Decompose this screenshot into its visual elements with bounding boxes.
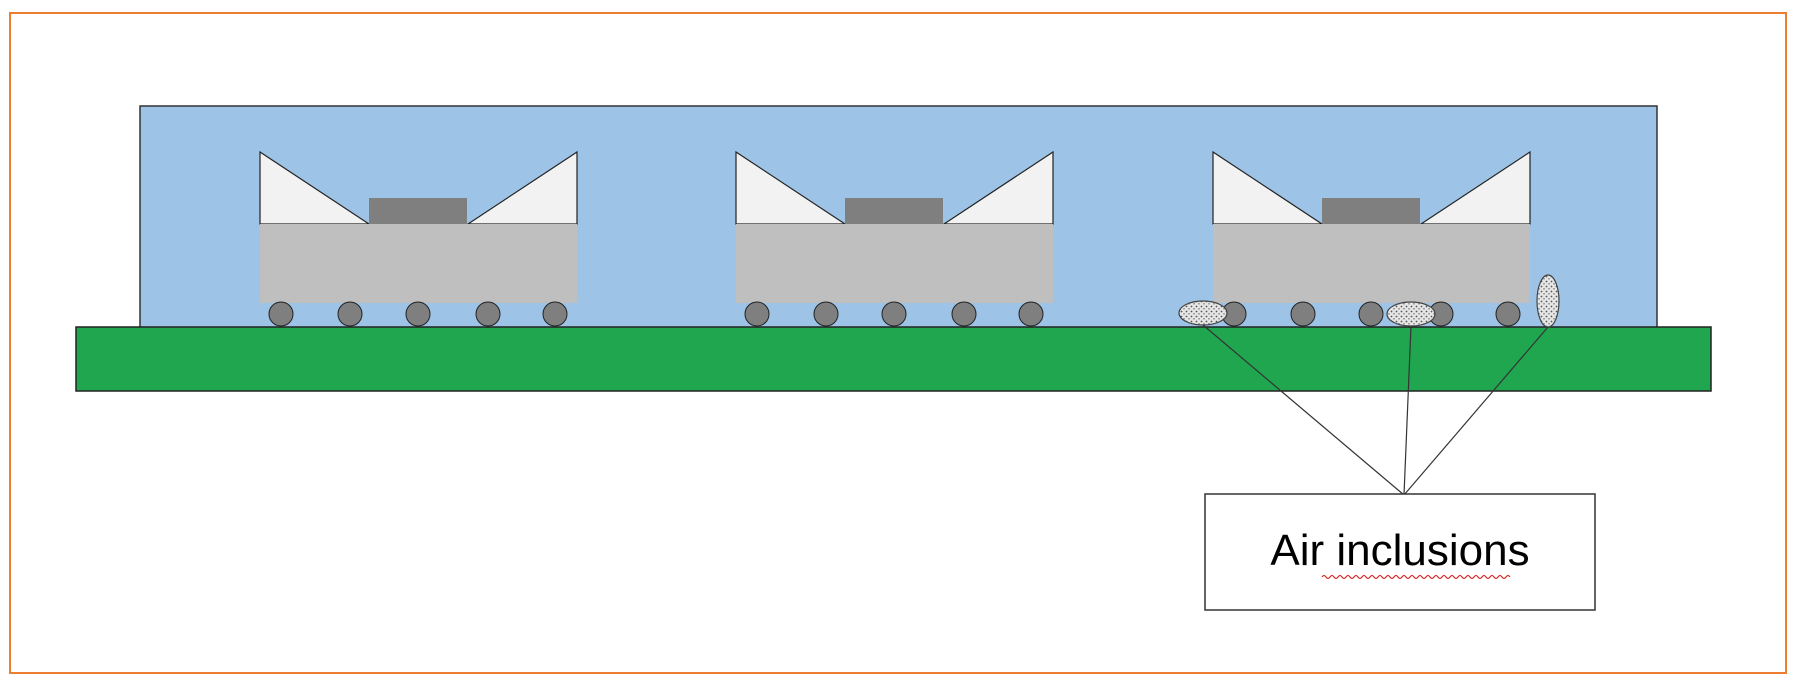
package-group — [259, 150, 1531, 327]
package-body — [736, 224, 1053, 303]
solder-ball — [475, 301, 501, 327]
air-void — [1386, 301, 1436, 327]
die — [845, 198, 943, 224]
solder-ball — [1495, 301, 1521, 327]
air-void-group — [1178, 274, 1560, 328]
air-void — [1178, 300, 1228, 326]
leader-lines — [1202, 324, 1549, 496]
leader-line — [1202, 324, 1405, 496]
solder-ball — [1018, 301, 1044, 327]
air-void — [1536, 274, 1560, 328]
die — [1322, 198, 1420, 224]
solder-ball — [813, 301, 839, 327]
outer-frame — [9, 12, 1787, 674]
package-1 — [259, 150, 578, 327]
package-body — [1213, 224, 1530, 303]
solder-ball — [405, 301, 431, 327]
solder-ball — [542, 301, 568, 327]
package-2 — [735, 150, 1054, 327]
leader-line — [1403, 325, 1412, 496]
spellcheck-underline — [1321, 574, 1511, 580]
die — [369, 198, 467, 224]
package-3 — [1212, 150, 1531, 327]
solder-ball — [881, 301, 907, 327]
pcb-substrate — [75, 326, 1712, 392]
solder-ball — [1290, 301, 1316, 327]
solder-ball — [744, 301, 770, 327]
solder-ball — [337, 301, 363, 327]
solder-ball — [1358, 301, 1384, 327]
callout-box: Air inclusions — [1204, 493, 1596, 611]
package-body — [260, 224, 577, 303]
callout-frame — [1204, 493, 1596, 611]
solder-ball — [951, 301, 977, 327]
leader-line — [1403, 326, 1549, 496]
solder-ball — [268, 301, 294, 327]
callout-label: Air inclusions — [1270, 526, 1529, 575]
